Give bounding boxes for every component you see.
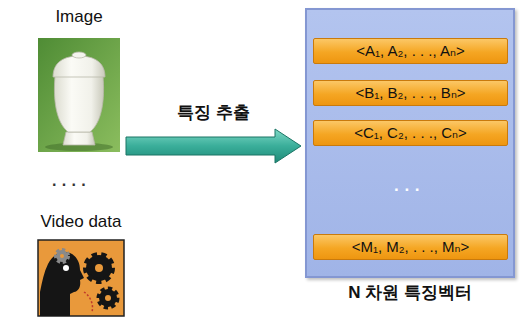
feature-vector-panel: N 차원 특징벡터<A₁, A₂, . . ., Aₙ><B₁, B₂, . .…: [305, 8, 515, 278]
eye: [63, 265, 69, 271]
vector-text: <C₁, C₂, . . ., Cₙ>: [354, 124, 467, 142]
photo-ground: [38, 38, 120, 152]
lid-knob: [72, 52, 86, 58]
vector-text: <A₁, A₂, . . ., Aₙ>: [356, 42, 465, 60]
vector-bar: <C₁, C₂, . . ., Cₙ>: [313, 120, 508, 146]
media-label: Image: [55, 7, 102, 27]
vessel-lid: [53, 56, 105, 77]
gear: [56, 250, 68, 262]
video-illustration: [38, 240, 124, 316]
media-label: Video data: [41, 212, 122, 232]
video-photo: Video data: [38, 240, 124, 316]
image-photo: Image: [38, 38, 120, 152]
block-arrow: [126, 129, 301, 163]
vector-text: <M₁, M₂, . . ., Mₙ>: [352, 238, 470, 256]
panel-caption: N 차원 특징벡터: [348, 283, 472, 303]
vector-bar: <A₁, A₂, . . ., Aₙ>: [313, 38, 508, 64]
gear: [99, 289, 117, 307]
vessel-photo: [38, 38, 120, 152]
vector-bar: <B₁, B₂, . . ., Bₙ>: [313, 80, 508, 106]
ellipsis: · · ·: [394, 180, 420, 200]
vector-text: <B₁, B₂, . . ., Bₙ>: [355, 84, 465, 102]
ellipsis: · · · ·: [52, 176, 87, 194]
dotted-curve: [84, 292, 93, 312]
vessel-foot: [63, 132, 95, 145]
vessel-body: [54, 76, 103, 132]
gear: [86, 255, 112, 281]
illustration-ground: [38, 240, 124, 316]
vector-bar: <M₁, M₂, . . ., Mₙ>: [313, 234, 508, 260]
edge-label: 특징 추출: [177, 103, 250, 123]
